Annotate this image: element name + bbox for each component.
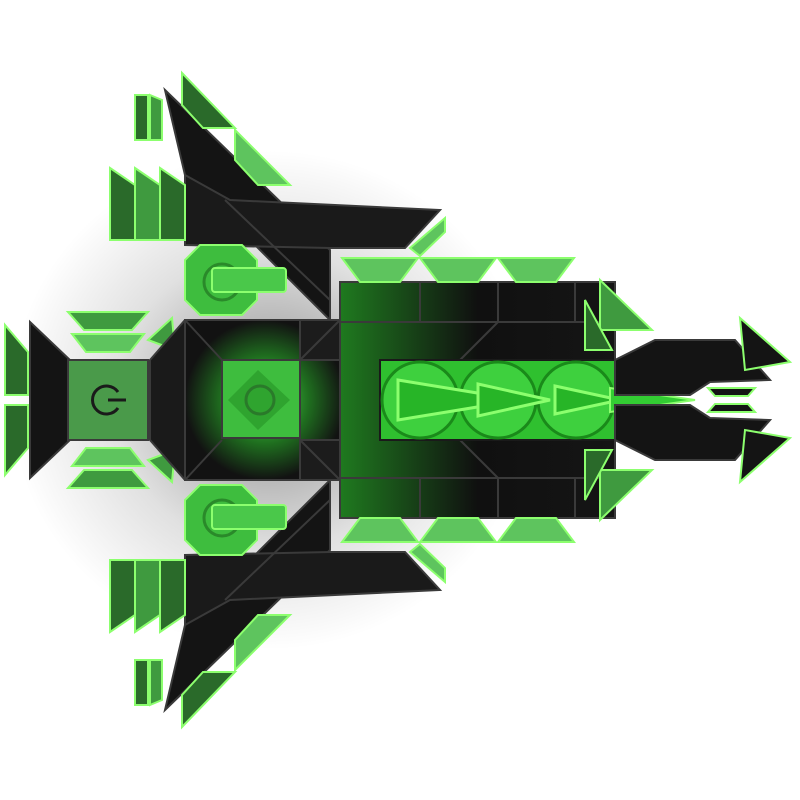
main-cannon [379,359,696,441]
rear-thruster [4,319,149,481]
upper-wing-fins [109,70,446,258]
reactor-core [221,359,301,439]
upper-turret [184,244,287,316]
lower-wing-fins [109,542,446,730]
lower-turret [184,484,287,556]
power-icon [91,384,126,416]
bow-fins [584,277,793,523]
bottom-armor-plates [340,517,576,543]
lower-wing [163,477,443,714]
top-armor-plates [340,257,576,283]
